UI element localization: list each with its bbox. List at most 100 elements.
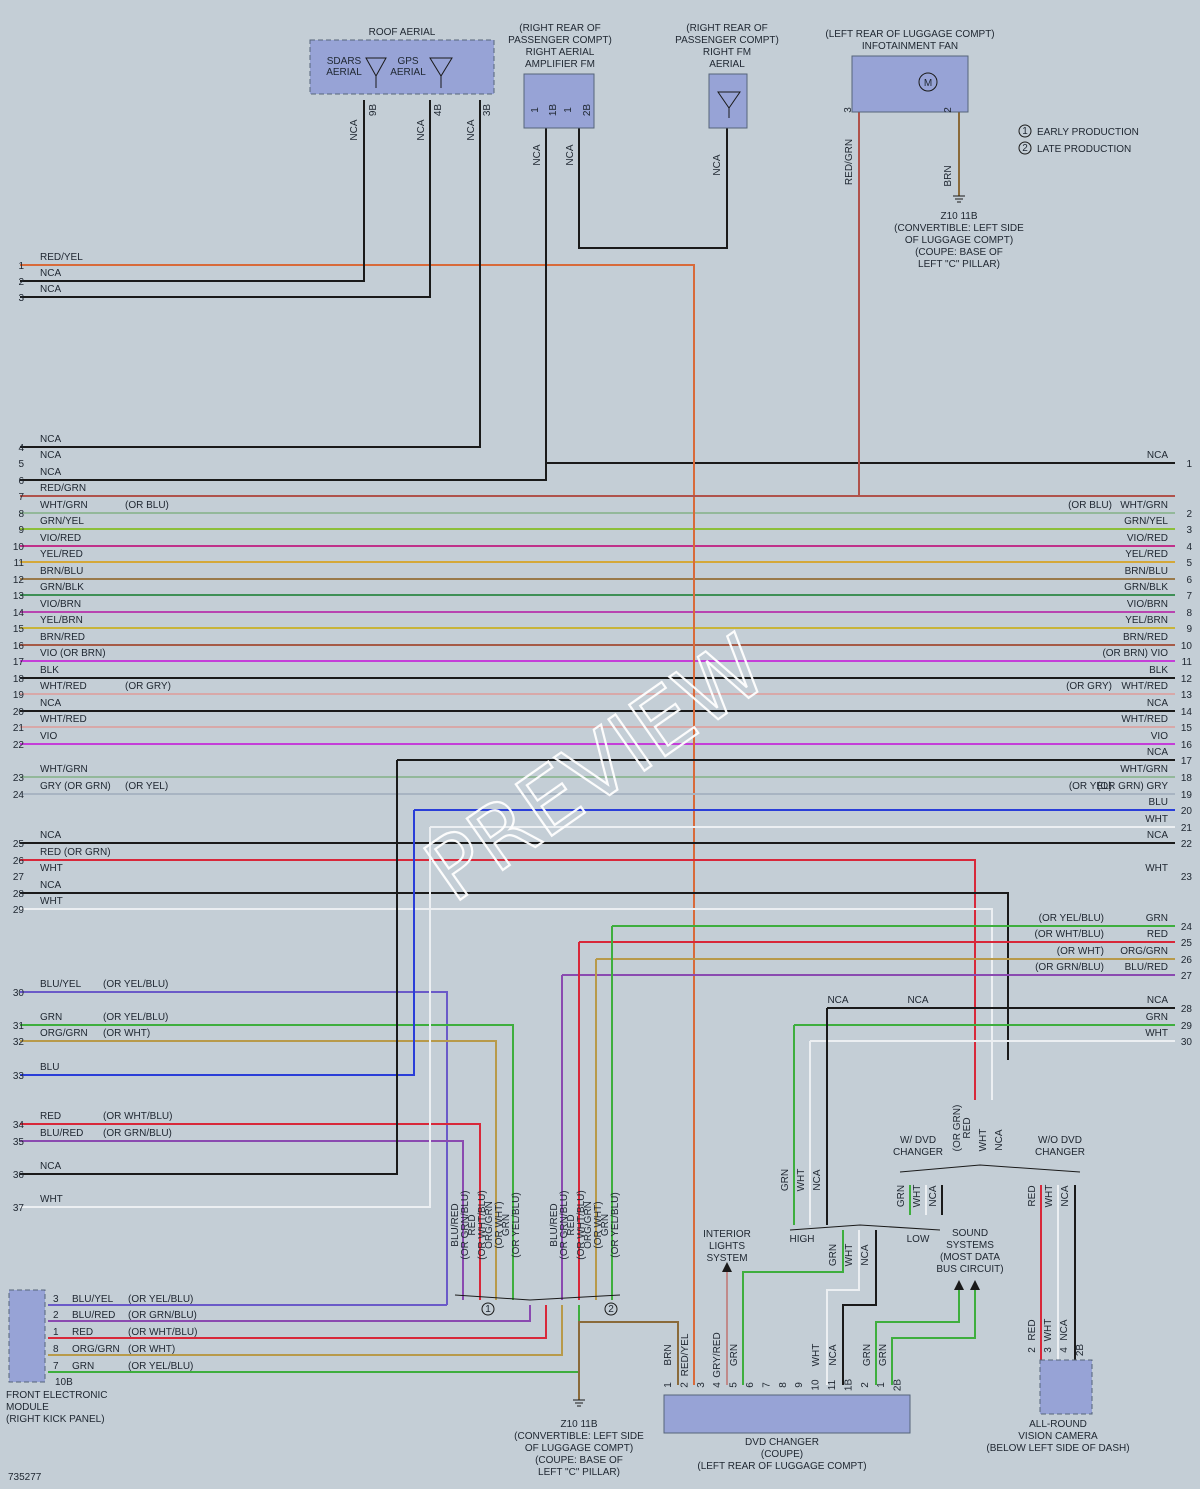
- branch-wire-label: NCA: [860, 1244, 871, 1265]
- right-pin-11: 11: [1182, 657, 1193, 668]
- right-wire-label: VIO/BRN: [1127, 599, 1168, 610]
- right-wire-label: GRN/BLK: [1124, 582, 1168, 593]
- up-arrow-icon: [722, 1262, 732, 1272]
- camera-box: [1039, 1359, 1093, 1415]
- left-wire-label: NCA: [40, 467, 61, 478]
- right-wire-label: NCA: [1147, 830, 1168, 841]
- right-wire-alt: (OR WHT): [1057, 946, 1104, 957]
- high-label: HIGH: [790, 1234, 815, 1245]
- right-wire-label: WHT/RED: [1121, 681, 1168, 692]
- left-wire-label: GRY (OR GRN): [40, 781, 111, 792]
- left-pin-37: 37: [13, 1203, 25, 1214]
- right-wire-label: WHT/RED: [1121, 714, 1168, 725]
- left-pin-2: 2: [18, 277, 24, 288]
- fem-connector: 10B: [55, 1377, 73, 1388]
- right-pin-19: 19: [1181, 790, 1193, 801]
- nca-label: NCA: [349, 119, 360, 140]
- nca-label: NCA: [532, 144, 543, 165]
- left-wire-label: WHT: [40, 1194, 63, 1205]
- right-pin-5: 5: [1186, 558, 1192, 569]
- early-wire-label: ORG/GRN(OR WHT): [484, 1201, 505, 1249]
- camera-wire-label: NCA: [1059, 1319, 1070, 1340]
- right-pin-21: 21: [1181, 823, 1193, 834]
- branch-wire-label: WHT: [912, 1185, 923, 1208]
- dvd-changer-box: [663, 1394, 911, 1434]
- right-pin-15: 15: [1181, 723, 1193, 734]
- pin-label: 3: [843, 107, 854, 113]
- left-wire-label: YEL/RED: [40, 549, 83, 560]
- component-layer: [8, 39, 1093, 1434]
- right-wire-label: BLU: [1149, 797, 1168, 808]
- nca-label: NCA: [466, 119, 477, 140]
- left-wire-label: RED/GRN: [40, 483, 86, 494]
- left-pin-31: 31: [13, 1021, 25, 1032]
- dvd-wire-label: GRY/RED: [712, 1332, 723, 1377]
- camera-wire-label: WHT: [1043, 1319, 1054, 1342]
- early-marker-num: 1: [485, 1304, 491, 1315]
- dvd-pin-label: 1: [876, 1382, 887, 1388]
- left-pin-27: 27: [13, 872, 25, 883]
- left-pin-15: 15: [13, 624, 25, 635]
- left-pin-13: 13: [13, 591, 25, 602]
- left-pin-24: 24: [13, 790, 25, 801]
- wire-fem-4: [48, 1305, 563, 1356]
- right-pin-8: 8: [1186, 608, 1192, 619]
- wire-dvd-wht: [826, 1230, 860, 1385]
- left-pin-35: 35: [13, 1137, 25, 1148]
- right-pin-24: 24: [1181, 922, 1193, 933]
- dvd-wire-label: WHT: [811, 1344, 822, 1367]
- left-wire-label: BRN/RED: [40, 632, 85, 643]
- left-wire-alt: (OR BLU): [125, 500, 169, 511]
- branch-wire-label: GRN: [828, 1244, 839, 1266]
- amp-fm-box: [523, 73, 595, 129]
- wire-fem-3: [48, 1305, 547, 1339]
- dvd-pin-label: 7: [761, 1382, 772, 1388]
- dvd-pin-label: 6: [745, 1382, 756, 1388]
- wire-color-label: RED/GRN: [844, 139, 855, 185]
- legend-1-num: 1: [1022, 126, 1028, 137]
- fem-wire-alt: (OR YEL/BLU): [128, 1361, 193, 1372]
- left-wire-label: RED: [40, 1111, 61, 1122]
- left-wire-label: WHT: [40, 896, 63, 907]
- right-pin-29: 29: [1181, 1021, 1193, 1032]
- camera-pin-label: 2: [1027, 1347, 1038, 1353]
- left-wire-alt: (OR GRN/BLU): [103, 1128, 172, 1139]
- right-pin-7: 7: [1186, 591, 1192, 602]
- pin-label: 2B: [582, 104, 593, 117]
- wire-29: [20, 908, 993, 1100]
- branch-wire-label: WHT: [796, 1169, 807, 1192]
- right-wire-label: NCA: [1147, 995, 1168, 1006]
- fem-wire-label: ORG/GRN: [72, 1344, 120, 1355]
- right-wire-label: (OR GRN) GRY: [1097, 781, 1168, 792]
- fem-pin-3: 3: [53, 1294, 59, 1305]
- pin-label: 1B: [548, 104, 559, 117]
- left-pin-3: 3: [18, 293, 24, 304]
- wire-dvd-grn2: [875, 1290, 960, 1385]
- left-pin-7: 7: [18, 492, 24, 503]
- fem-pin-2: 2: [53, 1310, 59, 1321]
- right-fm-box: [708, 73, 748, 129]
- branch-wire-label: GRN: [896, 1185, 907, 1207]
- nca-label: NCA: [416, 119, 427, 140]
- wire-dvd-brn: [578, 1321, 679, 1400]
- fan-title: (LEFT REAR OF LUGGAGE COMPT)INFOTAINMENT…: [825, 29, 994, 52]
- branch-wire-label: NCA: [1060, 1185, 1071, 1206]
- fem-wire-label: RED: [72, 1327, 93, 1338]
- left-pin-19: 19: [13, 690, 25, 701]
- right-wire-label: GRN: [1146, 913, 1168, 924]
- dvd-pin-label: 2B: [893, 1379, 904, 1392]
- left-wire-label: ORG/GRN: [40, 1028, 88, 1039]
- right-wire-label: BRN/RED: [1123, 632, 1168, 643]
- preview-watermark: PREVIEW: [408, 616, 784, 921]
- left-wire-label: NCA: [40, 830, 61, 841]
- nca-label: NCA: [827, 995, 848, 1006]
- left-wire-label: WHT/RED: [40, 714, 87, 725]
- left-wire-label: NCA: [40, 880, 61, 891]
- dvd-pin-label: 3: [696, 1382, 707, 1388]
- right-wire-label: WHT/GRN: [1120, 764, 1168, 775]
